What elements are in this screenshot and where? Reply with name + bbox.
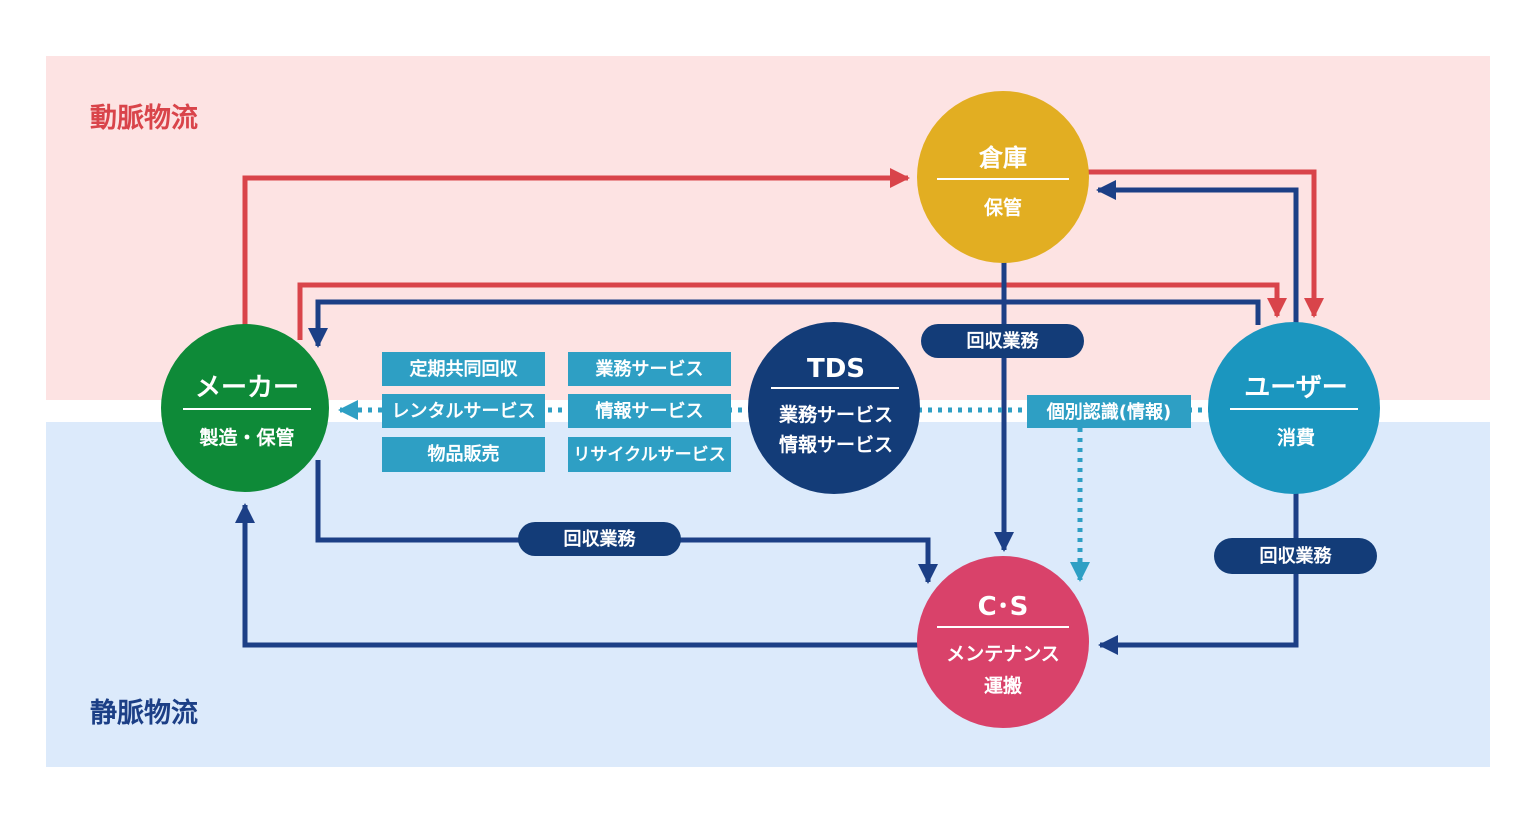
maker-node: メーカー 製造・保管 (161, 324, 329, 492)
user-title: ユーザー (1244, 373, 1347, 403)
user-sub: 消費 (1277, 426, 1315, 449)
tds-node: TDS 業務サービス 情報サービス (748, 322, 920, 494)
svg-text:定期共同回収: 定期共同回収 (410, 358, 519, 380)
cs-to-maker-arrow (235, 503, 918, 648)
svg-text:物品販売: 物品販売 (428, 443, 500, 465)
maker-sub: 製造・保管 (198, 426, 294, 449)
service-box-right-1: 業務サービス (568, 352, 731, 386)
user-to-maker-arrow (308, 299, 1261, 348)
svg-text:情報サービス: 情報サービス (596, 400, 704, 422)
user-node: ユーザー 消費 (1208, 322, 1380, 494)
recovery-pill-lower: 回収業務 (518, 522, 681, 556)
maker-to-user-arrow (297, 282, 1287, 340)
svg-text:個別認識(情報): 個別認識(情報) (1046, 401, 1171, 423)
service-box-right-3: リサイクルサービス (568, 437, 731, 472)
maker-to-warehouse-arrow (242, 168, 910, 325)
cs-node: C･S メンテナンス 運搬 (917, 556, 1089, 728)
service-box-left-1: 定期共同回収 (382, 352, 545, 386)
svg-text:回収業務: 回収業務 (1260, 545, 1333, 567)
svg-text:レンタルサービス: レンタルサービス (392, 401, 536, 422)
upper-region-label: 動脈物流 (90, 103, 198, 134)
service-box-right-2: 情報サービス (568, 394, 731, 428)
warehouse-title: 倉庫 (978, 144, 1027, 172)
svg-text:リサイクルサービス: リサイクルサービス (573, 445, 725, 465)
warehouse-node: 倉庫 保管 (917, 91, 1089, 263)
cs-line2: 運搬 (984, 674, 1022, 697)
svg-text:回収業務: 回収業務 (564, 528, 637, 550)
warehouse-to-user-arrow (1088, 169, 1324, 318)
warehouse-sub: 保管 (983, 196, 1022, 219)
lower-region-label: 静脈物流 (90, 698, 198, 729)
svg-text:業務サービス: 業務サービス (595, 358, 704, 380)
info-label-box: 個別認識(情報) (1027, 395, 1191, 428)
recovery-pill-center: 回収業務 (921, 324, 1084, 358)
cs-line1: メンテナンス (946, 643, 1060, 665)
service-box-left-3: 物品販売 (382, 437, 545, 472)
cs-title: C･S (978, 592, 1029, 622)
tds-line1: 業務サービス (778, 403, 893, 426)
user-to-warehouse-arrow (1096, 180, 1299, 325)
svg-text:回収業務: 回収業務 (967, 330, 1040, 352)
service-box-left-2: レンタルサービス (382, 394, 545, 428)
maker-title: メーカー (195, 373, 299, 403)
tds-title: TDS (807, 354, 865, 384)
tds-line2: 情報サービス (779, 433, 893, 456)
recovery-pill-right: 回収業務 (1214, 538, 1377, 574)
